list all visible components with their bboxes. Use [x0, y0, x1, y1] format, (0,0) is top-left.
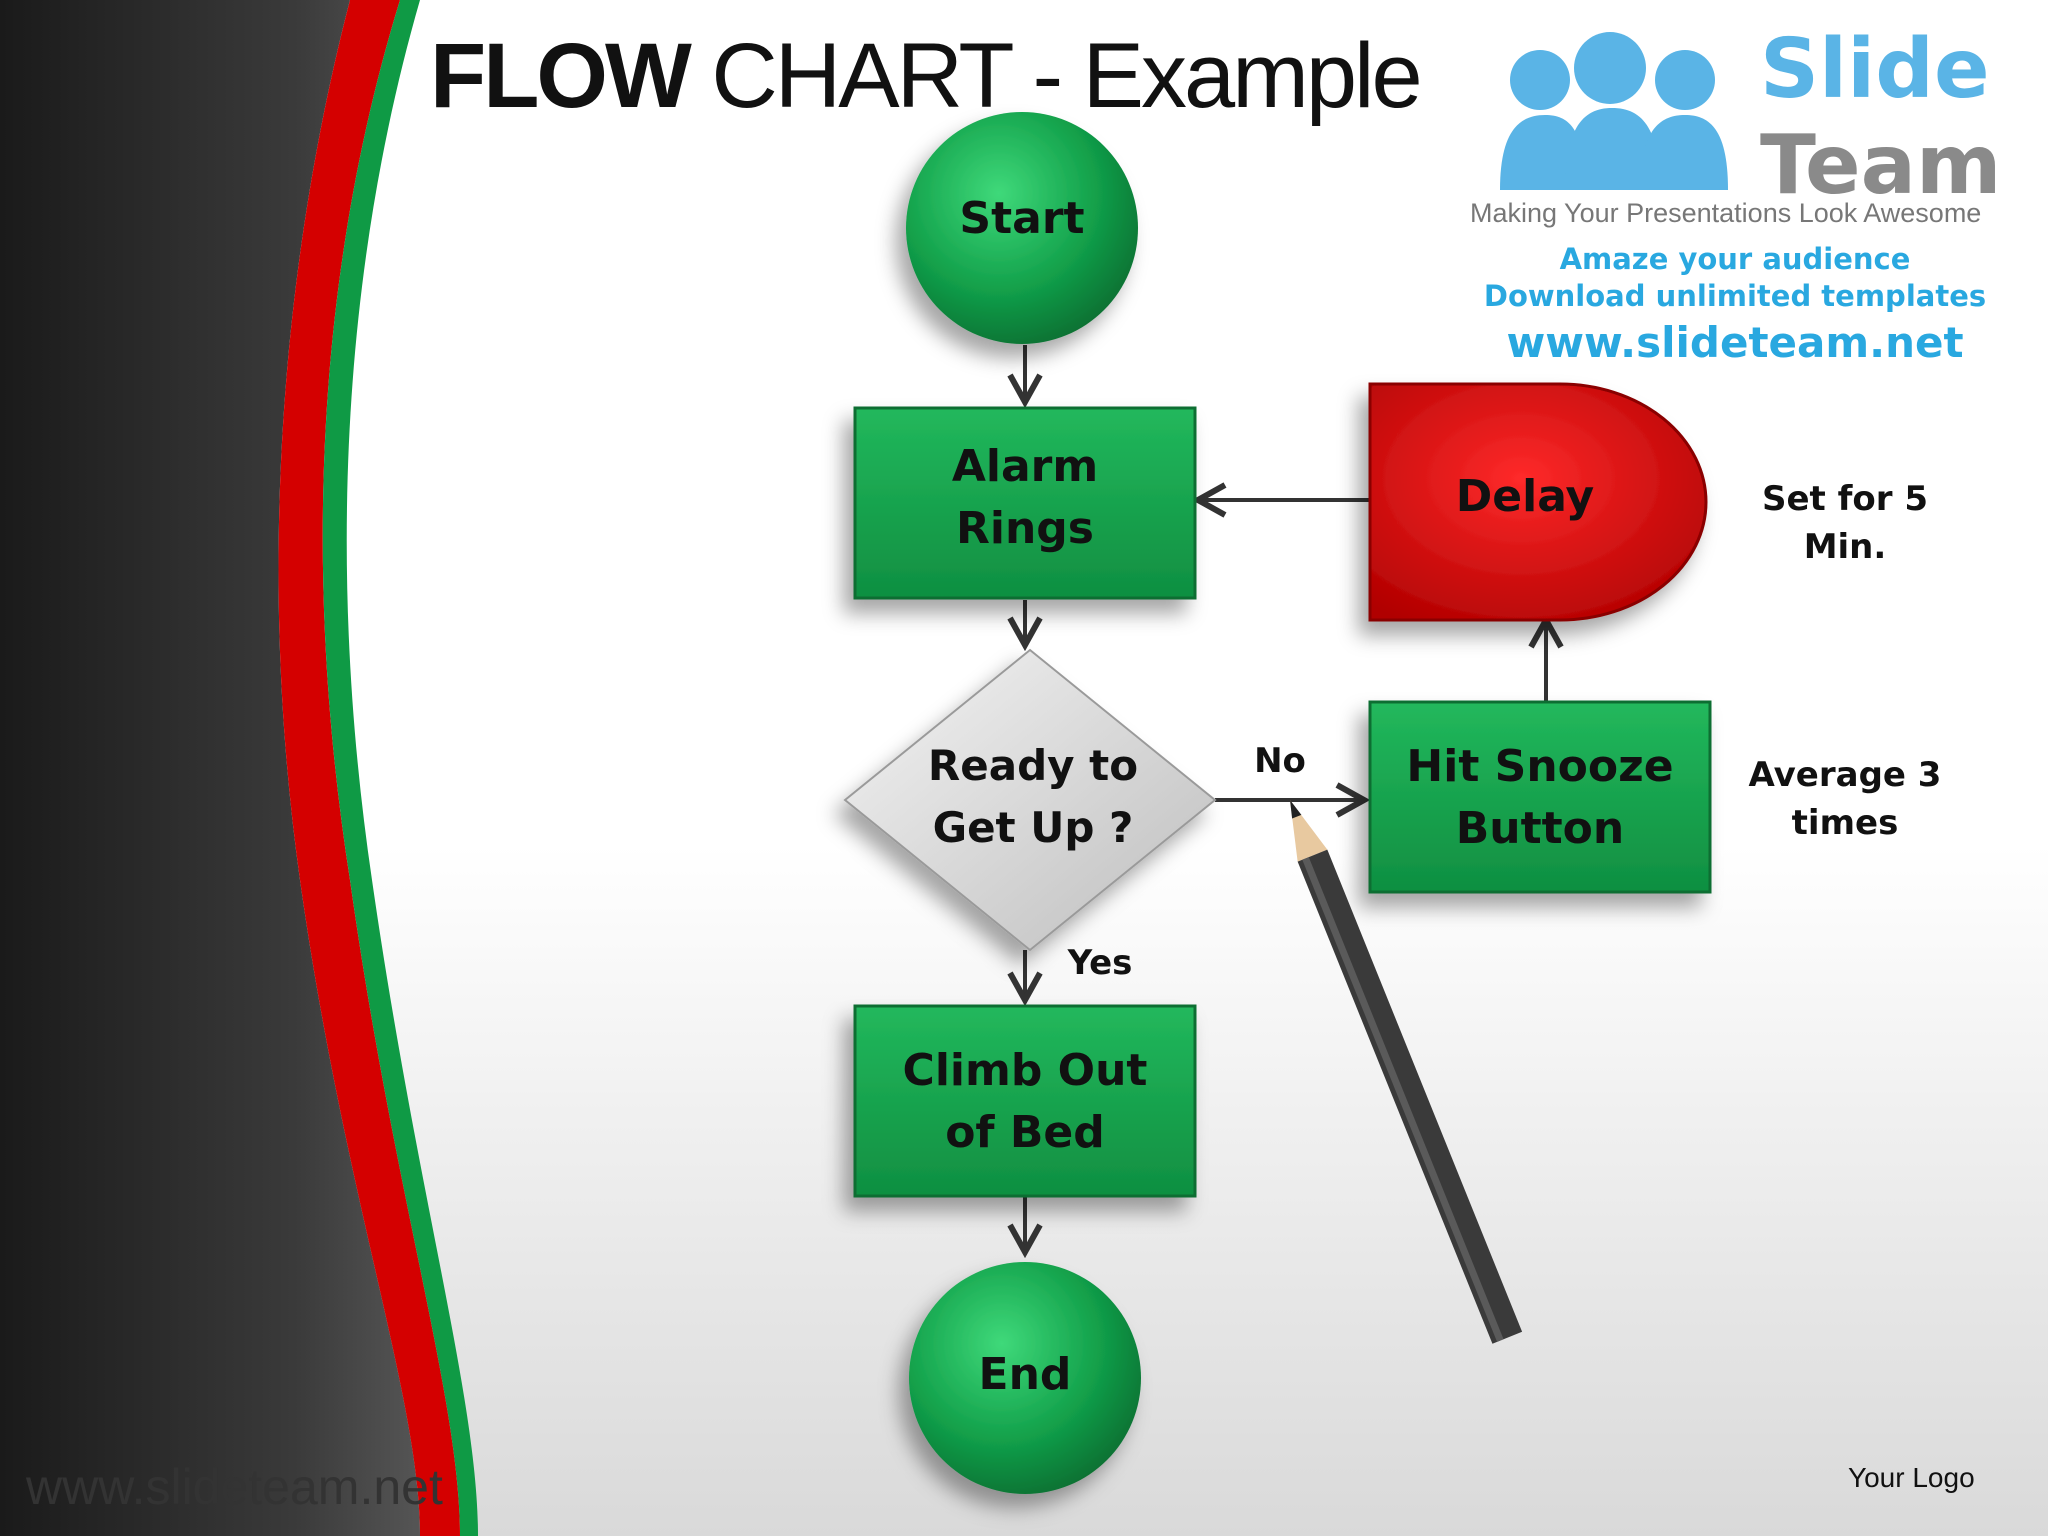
pencil-lead	[1290, 800, 1302, 819]
node-start	[906, 112, 1138, 344]
person-3-head	[1655, 50, 1715, 110]
node-climb-out	[853, 1004, 1197, 1198]
brand-url[interactable]: www.slideteam.net	[1506, 318, 1964, 367]
label-alarm-line2: Rings	[956, 503, 1094, 554]
note-snooze-line1: Average 3	[1748, 755, 1942, 795]
label-climb-line2: of Bed	[945, 1107, 1105, 1158]
left-green-stripe	[322, 0, 478, 1536]
edge-label-no: No	[1254, 741, 1306, 781]
label-end: End	[978, 1349, 1072, 1400]
brand-tagline: Making Your Presentations Look Awesome	[1470, 198, 1982, 228]
label-decision-line1: Ready to	[927, 741, 1139, 790]
person-1-body	[1500, 115, 1585, 190]
brand-promo-line1: Amaze your audience	[1559, 242, 1911, 276]
brand-people-icon	[1500, 32, 1728, 190]
label-alarm-line1: Alarm	[951, 441, 1099, 492]
node-alarm-rings	[853, 406, 1197, 600]
footer-url[interactable]: www.slideteam.net	[26, 1459, 443, 1515]
left-red-stripe	[278, 0, 460, 1536]
person-2-head	[1574, 32, 1646, 104]
left-dark-band	[0, 0, 420, 1536]
label-snooze-line1: Hit Snooze	[1406, 741, 1674, 792]
node-end	[909, 1262, 1141, 1494]
node-delay	[1368, 382, 1708, 622]
title-bold: FLOW	[430, 25, 692, 127]
logo-placeholder: Your Logo	[1848, 1462, 1975, 1493]
title-rest: CHART - Example	[711, 25, 1422, 127]
note-delay: Set for 5 Min.	[1761, 479, 1929, 567]
label-delay: Delay	[1455, 471, 1595, 522]
brand-name-line1: Slide	[1760, 22, 1990, 117]
person-1-head	[1510, 50, 1570, 110]
brand-promo-line2: Download unlimited templates	[1483, 279, 1987, 313]
edge-label-yes: Yes	[1067, 943, 1133, 983]
label-decision-line2: Get Up ?	[932, 803, 1134, 852]
person-3-body	[1640, 115, 1728, 190]
connectors	[1025, 345, 1546, 1252]
note-snooze-line2: times	[1791, 803, 1899, 843]
label-snooze-line2: Button	[1455, 803, 1625, 854]
node-hit-snooze	[1368, 700, 1712, 894]
label-start: Start	[959, 193, 1085, 244]
label-climb-line1: Climb Out	[902, 1045, 1148, 1096]
brand-name-line2: Team	[1760, 118, 2002, 213]
person-2-body	[1565, 108, 1660, 190]
node-decision	[843, 648, 1217, 952]
pencil-illustration	[1290, 800, 1523, 1344]
pencil-highlight	[1302, 857, 1504, 1342]
page-title: FLOW CHART - Example	[430, 24, 1423, 129]
